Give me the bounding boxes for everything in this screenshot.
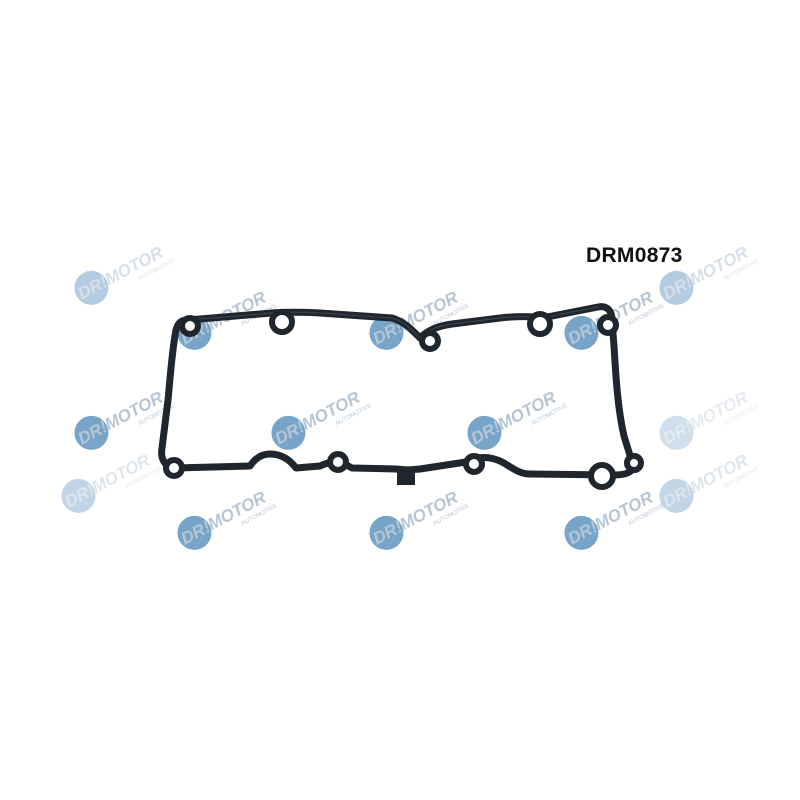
- gasket-bottom-tab: [397, 470, 415, 485]
- eyelet: [597, 314, 619, 336]
- eyelet: [179, 315, 201, 337]
- brand-logo-dot: [564, 515, 599, 550]
- eyelet: [527, 311, 553, 337]
- eyelet: [163, 457, 185, 479]
- brand-logo-dot: [369, 315, 404, 350]
- eyelet: [269, 309, 295, 335]
- brand-logo-dot: [659, 478, 694, 513]
- eyelet: [624, 453, 644, 473]
- brand-logo-dot: [74, 270, 109, 305]
- brand-logo-dot: [271, 415, 306, 450]
- bolt-eyelets: [163, 309, 644, 490]
- brand-logo-dot: [564, 315, 599, 350]
- brand-logo-dot: [369, 515, 404, 550]
- eyelet: [588, 462, 616, 490]
- brand-logo-dot: [659, 270, 694, 305]
- brand-logo-dot: [659, 415, 694, 450]
- eyelet: [463, 453, 485, 475]
- brand-logo-dot: [177, 515, 212, 550]
- eyelet: [419, 330, 441, 352]
- brand-logo-dot: [74, 415, 109, 450]
- brand-logo-dot: [61, 478, 96, 513]
- eyelet: [327, 451, 349, 473]
- part-number-label: DRM0873: [586, 244, 683, 267]
- valve-cover-gasket: [158, 303, 644, 490]
- brand-logo-dot: [467, 415, 502, 450]
